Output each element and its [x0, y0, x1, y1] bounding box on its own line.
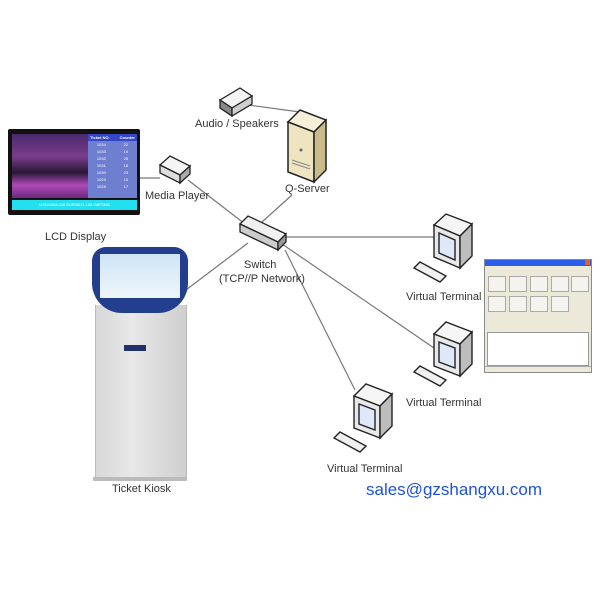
label-audio-speakers: Audio / Speakers [195, 118, 279, 130]
edge-switch-terminal2 [281, 243, 435, 349]
label-ticket-kiosk: Ticket Kiosk [112, 483, 171, 495]
label-switch-network: (TCP//P Network) [219, 273, 305, 285]
label-virtual-terminal-3: Virtual Terminal [327, 463, 403, 475]
edge-audio-qserver [247, 104, 301, 113]
kiosk-base [93, 477, 187, 481]
window-button [551, 296, 569, 312]
window-button [530, 296, 548, 312]
close-icon [585, 260, 590, 265]
window-status-bar [485, 366, 591, 372]
window-titlebar [485, 260, 591, 266]
speakers-icon [218, 87, 254, 118]
window-text-area [487, 332, 589, 366]
terminal-software-window [484, 259, 592, 373]
terminal-3-icon [332, 383, 394, 453]
lcd-video-scene [12, 134, 88, 198]
edge-kiosk-switch [181, 242, 249, 294]
switch-icon [238, 215, 288, 252]
window-button [551, 276, 569, 292]
label-media-player: Media Player [145, 190, 210, 202]
terminal-2-icon [412, 321, 474, 387]
label-virtual-terminal-2: Virtual Terminal [406, 397, 482, 409]
media-player-icon [158, 155, 192, 185]
edge-switch-terminal3 [284, 249, 356, 391]
contact-email[interactable]: sales@gzshangxu.com [366, 480, 543, 499]
table-header: Ticket NO. [90, 135, 110, 140]
label-virtual-terminal-1: Virtual Terminal [406, 291, 482, 303]
kiosk-screen [100, 254, 180, 298]
window-button [509, 296, 527, 312]
table-header: Counter [119, 135, 135, 140]
kiosk-body [95, 305, 187, 477]
label-switch: Switch [244, 259, 277, 271]
terminal-1-icon [412, 213, 474, 283]
window-button [488, 296, 506, 312]
label-q-server: Q-Server [285, 183, 330, 195]
window-button [571, 276, 589, 292]
label-lcd-display: LCD Display [45, 231, 107, 243]
window-button [509, 276, 527, 292]
window-button [530, 276, 548, 292]
edge-qserver-switch [261, 194, 293, 223]
window-button [488, 276, 506, 292]
lcd-ticker: USD/1064.116 EUR/0011.136 GBP/356 [12, 200, 137, 210]
edge-mediaplayer-switch [187, 179, 246, 225]
kiosk-ticket-slot [124, 345, 146, 351]
server-icon [286, 109, 328, 184]
